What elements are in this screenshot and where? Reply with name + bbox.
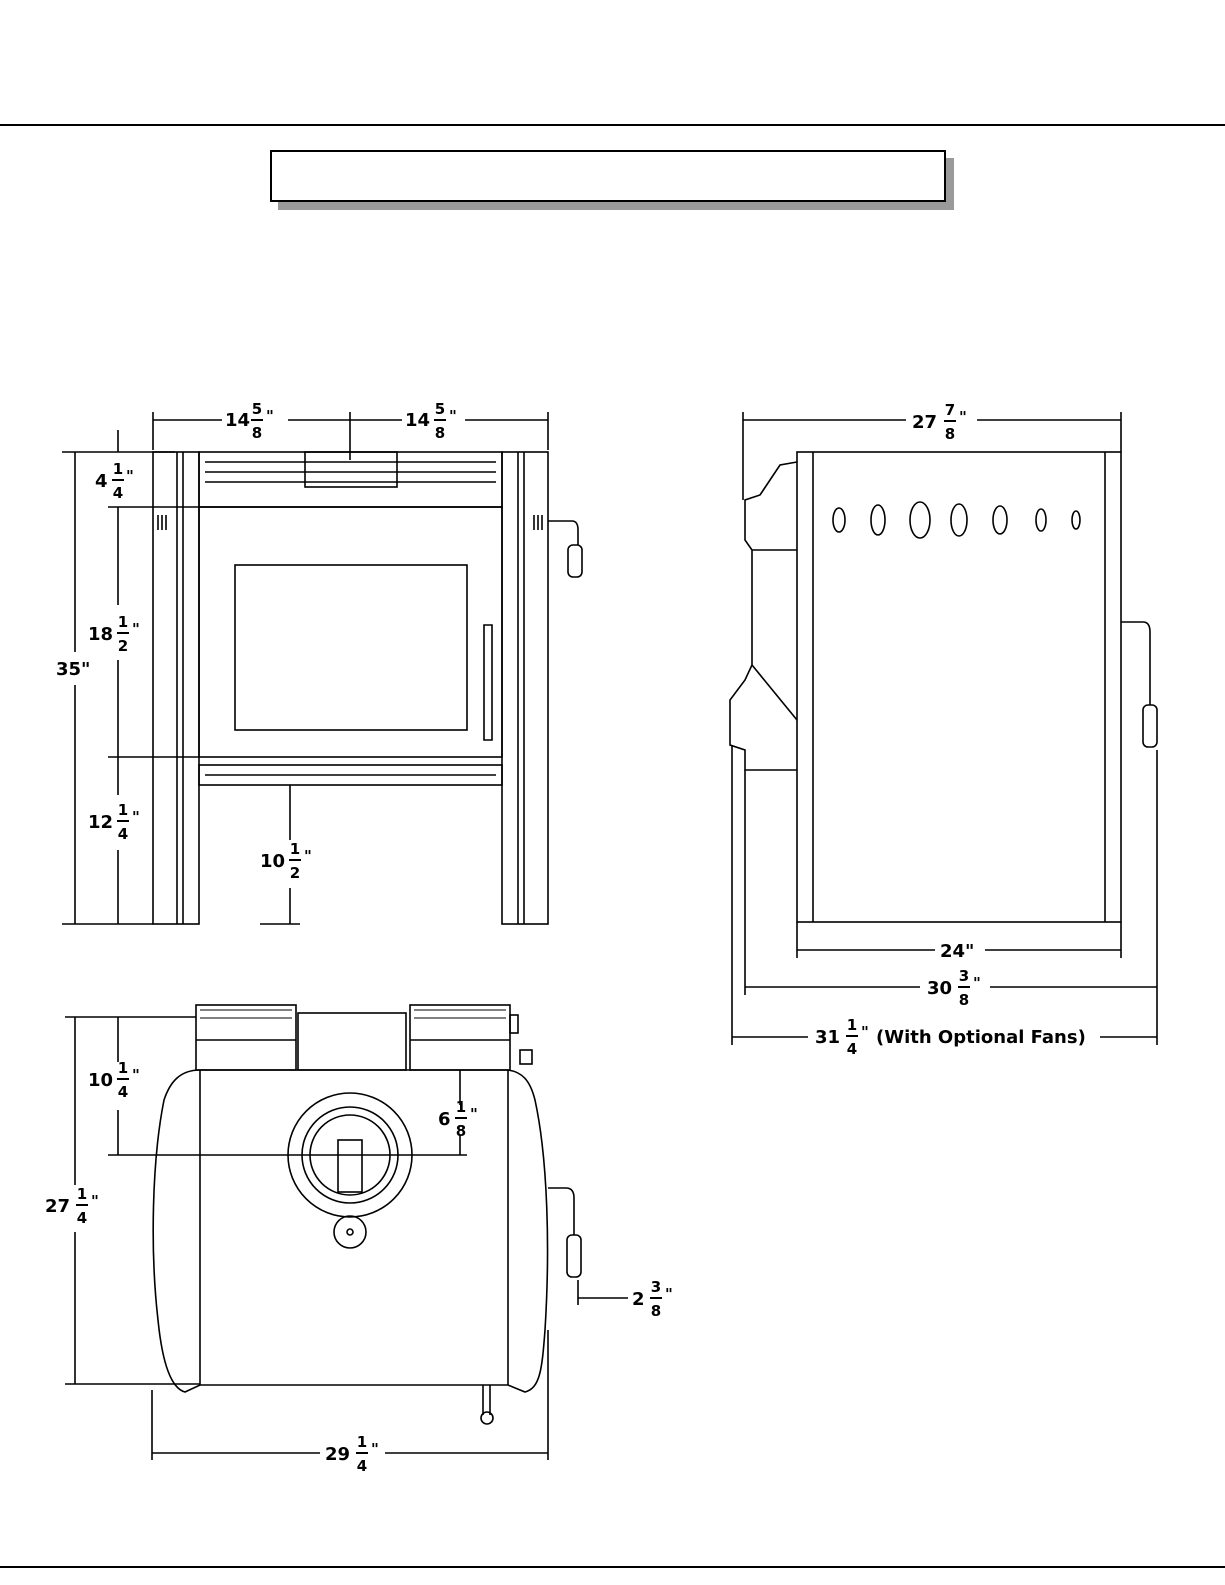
dim-den: 8 [456, 1122, 466, 1140]
dim-den: 8 [252, 424, 262, 442]
dim-top-overall-width: 29 1 4 " [325, 1433, 379, 1475]
dim-whole: 6 [438, 1109, 451, 1130]
dim-front-door-height: 18 1 2 " [88, 613, 140, 655]
dim-top-overall-depth: 27 1 4 " [45, 1185, 99, 1227]
dim-unit: " [861, 1023, 869, 1041]
top-view [65, 1005, 628, 1460]
dim-unit: " [132, 808, 140, 826]
dim-unit: " [973, 974, 981, 992]
dim-num: 1 [118, 801, 128, 819]
dim-suffix: (With Optional Fans) [876, 1027, 1086, 1048]
dim-unit: " [959, 408, 967, 426]
dim-whole: 30 [927, 978, 952, 999]
dim-whole: 27 [45, 1196, 70, 1217]
dim-front-overall-height: 35" [56, 659, 90, 680]
front-hopper-handle-icon [548, 521, 578, 545]
side-rear-assembly [730, 462, 797, 770]
front-top-louver [199, 452, 502, 507]
dim-num: 1 [290, 840, 300, 858]
dim-side-overall-depth: 30 3 8 " [927, 967, 981, 1009]
top-center-box [298, 1013, 406, 1070]
dim-num: 3 [651, 1278, 661, 1296]
dim-unit: " [371, 1440, 379, 1458]
front-left-column [153, 452, 199, 924]
dim-num: 3 [959, 967, 969, 985]
dim-unit: " [132, 620, 140, 638]
dim-den: 8 [651, 1302, 661, 1320]
dim-den: 4 [118, 825, 128, 843]
dim-whole: 10 [88, 1070, 113, 1091]
dim-side-body-depth: 24" [940, 941, 974, 962]
dim-whole: 31 [815, 1027, 840, 1048]
dim-unit: " [304, 847, 312, 865]
dim-num: 5 [435, 400, 445, 418]
dim-front-width-right: 14 5 8 " [405, 400, 457, 442]
dim-unit: " [266, 407, 274, 425]
side-hopper-handle-icon [1121, 622, 1150, 705]
dim-den: 8 [945, 425, 955, 443]
dim-den: 4 [357, 1457, 367, 1475]
dim-top-flue-offset: 10 1 4 " [88, 1059, 140, 1101]
dim-den: 4 [847, 1040, 857, 1058]
dim-unit: " [449, 407, 457, 425]
front-right-column [502, 452, 548, 924]
top-right-fan [410, 1005, 510, 1070]
dim-num: 1 [118, 1059, 128, 1077]
top-left-fan [196, 1005, 296, 1070]
dim-whole: 18 [88, 624, 113, 645]
dim-den: 4 [77, 1209, 87, 1227]
dim-whole: 4 [95, 471, 108, 492]
dim-num: 5 [252, 400, 262, 418]
dim-den: 8 [435, 424, 445, 442]
dim-den: 2 [118, 637, 128, 655]
dim-num: 7 [945, 401, 955, 419]
dim-whole: 10 [260, 851, 285, 872]
dim-den: 2 [290, 864, 300, 882]
dim-whole: 14 [405, 410, 430, 431]
front-glass [235, 565, 467, 730]
dim-num: 1 [77, 1185, 87, 1203]
dim-whole: 27 [912, 412, 937, 433]
front-door [199, 507, 502, 757]
dim-front-top-band: 4 1 4 " [95, 460, 134, 502]
dim-unit: " [126, 467, 134, 485]
dim-whole: 12 [88, 812, 113, 833]
dim-unit: " [665, 1285, 673, 1303]
door-handle-icon [484, 625, 492, 740]
dim-whole: 29 [325, 1444, 350, 1465]
intake-port [334, 1216, 366, 1248]
dim-front-floor-clearance: 10 1 2 " [260, 840, 312, 882]
dim-top-handle-projection: 2 3 8 " [632, 1278, 673, 1320]
dim-unit: " [132, 1066, 140, 1084]
front-view [62, 412, 582, 924]
dim-num: 1 [456, 1098, 466, 1116]
dim-side-top-depth: 27 7 8 " [912, 401, 967, 443]
top-body [153, 1070, 547, 1392]
dim-side-fan-depth: 31 1 4 " (With Optional Fans) [815, 1016, 1086, 1058]
top-hopper-handle-icon [548, 1188, 574, 1235]
dim-num: 1 [357, 1433, 367, 1451]
dim-den: 4 [113, 484, 123, 502]
dim-den: 8 [959, 991, 969, 1009]
dim-unit: " [91, 1192, 99, 1210]
dim-num: 1 [118, 613, 128, 631]
dim-whole: 2 [632, 1289, 645, 1310]
dim-top-flue-radius: 6 1 8 " [438, 1098, 478, 1140]
dim-front-leg-height: 12 1 4 " [88, 801, 140, 843]
dim-front-width-left: 14 5 8 " [225, 400, 274, 442]
dim-num: 1 [847, 1016, 857, 1034]
dim-num: 1 [113, 460, 123, 478]
dim-den: 4 [118, 1083, 128, 1101]
dim-whole: 14 [225, 410, 250, 431]
dim-unit: " [470, 1105, 478, 1123]
